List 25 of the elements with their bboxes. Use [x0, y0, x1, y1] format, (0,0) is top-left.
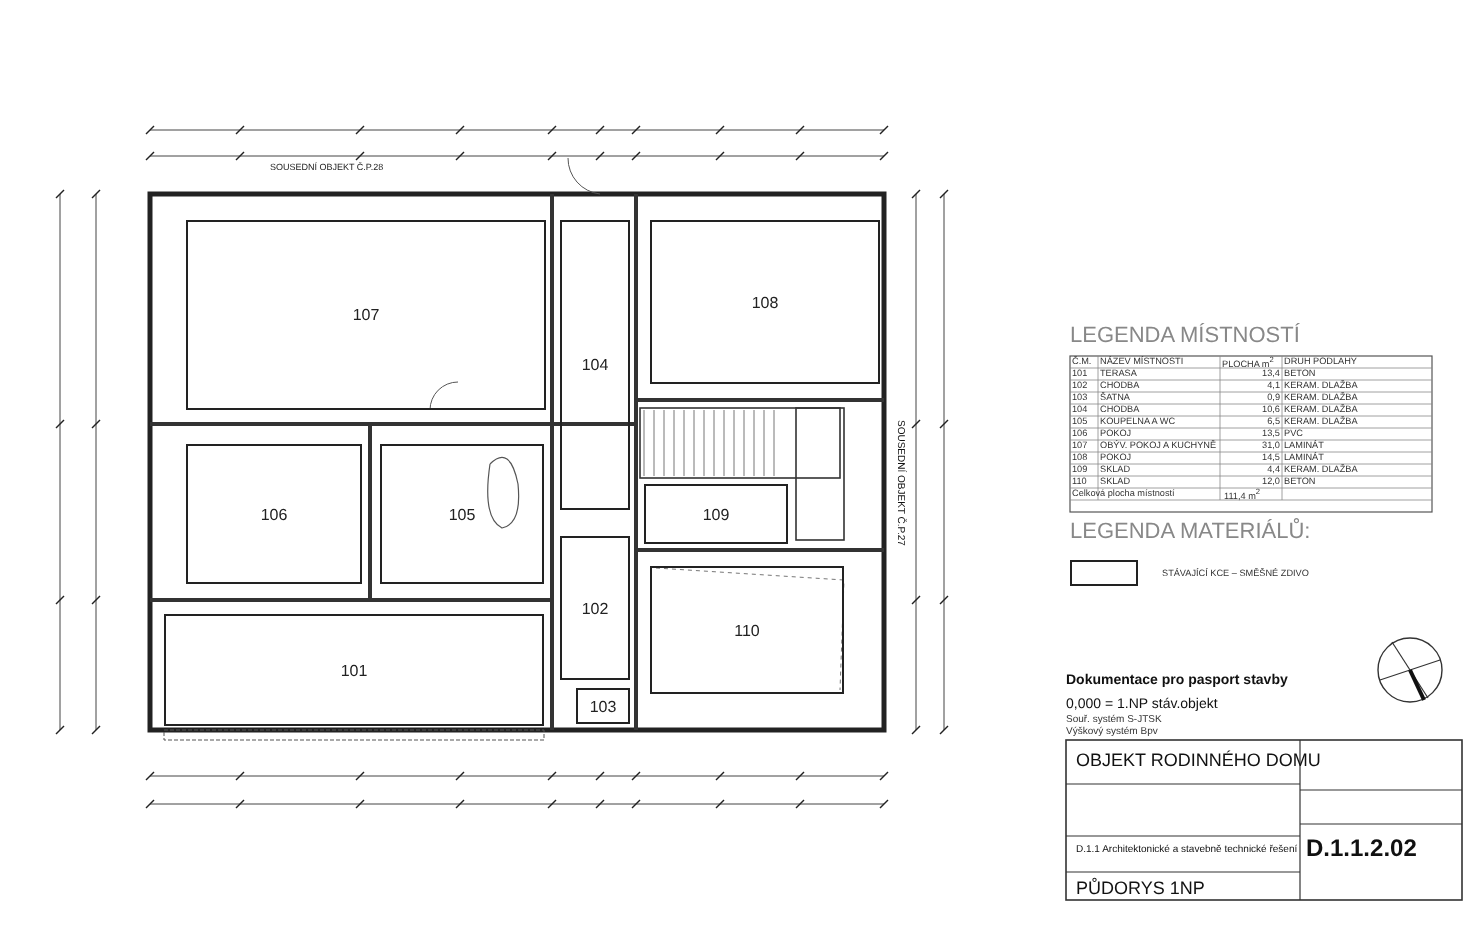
room-number: 104	[581, 356, 609, 374]
room-outline	[560, 220, 630, 510]
legend-heading: LEGENDA MÍSTNOSTÍ	[1070, 326, 1300, 348]
drawing-number: D.1.1.2.02	[1306, 836, 1417, 860]
room-outline	[650, 220, 880, 384]
drawing-title: PŮDORYS 1NP	[1076, 880, 1205, 898]
project-title: OBJEKT RODINNÉHO DOMU	[1076, 752, 1321, 770]
room-outline	[560, 536, 630, 680]
room-number: 106	[260, 505, 288, 523]
room-number: 109	[702, 505, 730, 523]
legend-heading: LEGENDA MATERIÁLŮ:	[1070, 522, 1311, 544]
room-outline	[186, 444, 362, 584]
room-outline	[644, 484, 788, 544]
room-number: 107	[352, 306, 380, 324]
room-number: 101	[340, 661, 368, 679]
room-outline	[186, 220, 546, 410]
room-outline	[576, 688, 630, 724]
room-outline	[380, 444, 544, 584]
room-number: 105	[448, 505, 476, 523]
room-number: 110	[734, 621, 760, 639]
room-outline	[650, 566, 844, 694]
room-number: 103	[589, 697, 617, 715]
room-number: 102	[581, 599, 609, 617]
room-outline	[164, 614, 544, 726]
room-number: 108	[751, 293, 779, 311]
